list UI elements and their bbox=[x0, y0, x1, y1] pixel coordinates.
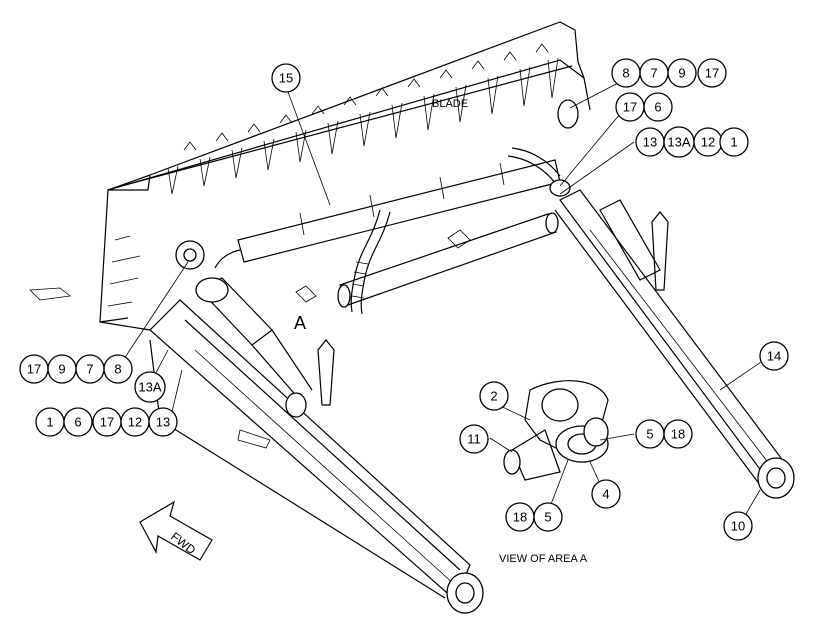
svg-text:6: 6 bbox=[74, 415, 81, 430]
svg-text:6: 6 bbox=[654, 100, 661, 115]
cross-tube bbox=[337, 212, 559, 308]
callout-6-left: 6 bbox=[63, 407, 93, 437]
svg-text:15: 15 bbox=[279, 71, 293, 86]
callout-18-lower: 18 bbox=[505, 502, 535, 532]
detail-view-a bbox=[295, 229, 609, 481]
callout-8-top: 8 bbox=[611, 58, 641, 88]
left-push-arm bbox=[149, 240, 484, 614]
svg-text:5: 5 bbox=[544, 510, 551, 525]
fwd-label: FWD bbox=[168, 529, 198, 557]
callout-17-lower-left: 17 bbox=[92, 407, 122, 437]
callout-1-right: 1 bbox=[719, 127, 749, 157]
svg-text:17: 17 bbox=[623, 100, 637, 115]
svg-text:10: 10 bbox=[731, 519, 745, 534]
callout-2: 2 bbox=[479, 381, 509, 411]
callout-13-left: 13 bbox=[148, 407, 178, 437]
svg-text:14: 14 bbox=[767, 349, 781, 364]
callout-8-left: 8 bbox=[103, 354, 133, 384]
hoses bbox=[214, 147, 561, 315]
callout-5-lower: 5 bbox=[533, 502, 563, 532]
svg-text:12: 12 bbox=[128, 415, 142, 430]
svg-text:8: 8 bbox=[114, 362, 121, 377]
callout-12-left: 12 bbox=[120, 407, 150, 437]
svg-text:9: 9 bbox=[678, 66, 685, 81]
callout-11: 11 bbox=[459, 424, 489, 454]
svg-text:13A: 13A bbox=[667, 135, 690, 150]
svg-text:18: 18 bbox=[671, 427, 685, 442]
callout-6-mid: 6 bbox=[643, 92, 673, 122]
svg-text:7: 7 bbox=[86, 362, 93, 377]
leader-lines bbox=[117, 81, 765, 525]
callout-10: 10 bbox=[723, 511, 753, 541]
callout-7-top: 7 bbox=[639, 58, 669, 88]
view-a-marker: A bbox=[294, 313, 306, 333]
blade-label: BLADE bbox=[432, 98, 468, 110]
callout-9-top: 9 bbox=[667, 58, 697, 88]
svg-text:5: 5 bbox=[646, 427, 653, 442]
view-a-caption: VIEW OF AREA A bbox=[499, 553, 588, 565]
callout-7-left: 7 bbox=[75, 354, 105, 384]
svg-text:17: 17 bbox=[100, 415, 114, 430]
svg-text:9: 9 bbox=[58, 362, 65, 377]
svg-text:17: 17 bbox=[27, 362, 41, 377]
callout-9-left: 9 bbox=[47, 354, 77, 384]
callout-1-left: 1 bbox=[35, 407, 65, 437]
svg-text:18: 18 bbox=[513, 510, 527, 525]
svg-text:8: 8 bbox=[622, 66, 629, 81]
callout-13A-left: 13A bbox=[134, 371, 166, 403]
callout-17-left: 17 bbox=[19, 354, 49, 384]
svg-text:11: 11 bbox=[467, 432, 481, 447]
callout-4: 4 bbox=[591, 479, 621, 509]
callout-15: 15 bbox=[271, 63, 301, 93]
callout-12-right: 12 bbox=[693, 127, 723, 157]
callout-17-mid: 17 bbox=[615, 92, 645, 122]
svg-text:4: 4 bbox=[602, 487, 609, 502]
left-tilt-cylinder bbox=[195, 277, 313, 418]
svg-text:1: 1 bbox=[46, 415, 53, 430]
svg-text:13A: 13A bbox=[138, 380, 161, 395]
svg-text:7: 7 bbox=[650, 66, 657, 81]
callout-14: 14 bbox=[759, 341, 789, 371]
callout-13-right: 13 bbox=[635, 127, 665, 157]
svg-text:17: 17 bbox=[705, 66, 719, 81]
callout-17-top: 17 bbox=[697, 58, 727, 88]
blade bbox=[29, 21, 591, 331]
svg-text:13: 13 bbox=[643, 135, 657, 150]
callout-13A-right: 13A bbox=[663, 126, 695, 158]
svg-text:1: 1 bbox=[730, 135, 737, 150]
right-push-arm bbox=[549, 99, 795, 499]
svg-text:2: 2 bbox=[490, 389, 497, 404]
svg-text:12: 12 bbox=[701, 135, 715, 150]
svg-text:13: 13 bbox=[156, 415, 170, 430]
callout-18-right: 18 bbox=[663, 419, 693, 449]
fwd-arrow bbox=[139, 500, 213, 561]
callout-5-right: 5 bbox=[635, 419, 665, 449]
